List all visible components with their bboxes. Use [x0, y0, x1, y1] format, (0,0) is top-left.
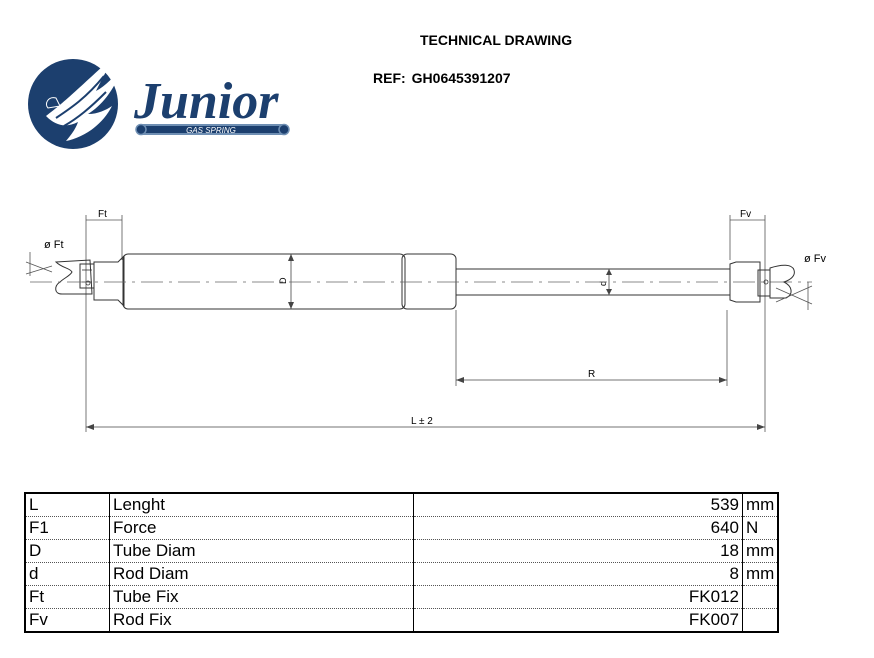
tube-diam-label: D	[278, 277, 288, 284]
table-row: Ft Tube Fix FK012	[25, 585, 779, 609]
spec-code: Fv	[25, 608, 110, 632]
spec-code: L	[25, 493, 110, 517]
table-row: L Lenght 539 mm	[25, 493, 779, 517]
table-row: d Rod Diam 8 mm	[25, 562, 779, 586]
rod-length-label: R	[588, 369, 595, 380]
rod-diam-label: d	[598, 281, 608, 286]
document-title: TECHNICAL DRAWING	[420, 32, 573, 48]
spec-value: FK007	[413, 608, 743, 632]
spec-name: Tube Diam	[109, 539, 414, 563]
spec-unit: mm	[742, 493, 779, 517]
junior-logo: Junior GAS SPRING	[28, 54, 290, 149]
phi-fv-label: ø Fv	[804, 253, 826, 265]
logo-tagline-text: GAS SPRING	[186, 126, 236, 135]
spec-name: Lenght	[109, 493, 414, 517]
specs-table: L Lenght 539 mm F1 Force 640 N D Tube Di…	[24, 492, 780, 633]
spec-code: F1	[25, 516, 110, 540]
spec-value: 640	[413, 516, 743, 540]
spec-name: Tube Fix	[109, 585, 414, 609]
spec-unit: mm	[742, 539, 779, 563]
spec-code: Ft	[25, 585, 110, 609]
table-row: Fv Rod Fix FK007	[25, 608, 779, 633]
logo-brand-text: Junior	[133, 73, 279, 130]
table-row: F1 Force 640 N	[25, 516, 779, 540]
spec-value: 539	[413, 493, 743, 517]
dim-fv-label: Fv	[740, 209, 751, 220]
spec-name: Rod Fix	[109, 608, 414, 632]
dim-ft-label: Ft	[98, 209, 107, 220]
spec-code: D	[25, 539, 110, 563]
spec-code: d	[25, 562, 110, 586]
technical-drawing: Ft Fv ø Ft D d ø Fv R L ± 2	[25, 209, 826, 432]
spec-name: Rod Diam	[109, 562, 414, 586]
spec-unit	[743, 609, 779, 633]
total-length-label: L ± 2	[411, 416, 433, 427]
spec-unit: N	[742, 516, 779, 540]
spec-value: FK012	[413, 585, 743, 609]
table-row: D Tube Diam 18 mm	[25, 539, 779, 563]
spec-unit: mm	[742, 562, 779, 586]
ref-value: GH0645391207	[411, 70, 511, 86]
spec-name: Force	[109, 516, 414, 540]
reference: REF: GH0645391207	[373, 70, 511, 86]
phi-ft-label: ø Ft	[44, 239, 64, 251]
ref-label: REF:	[373, 70, 406, 86]
spec-value: 18	[413, 539, 743, 563]
spec-unit	[742, 585, 779, 609]
spec-value: 8	[413, 562, 743, 586]
